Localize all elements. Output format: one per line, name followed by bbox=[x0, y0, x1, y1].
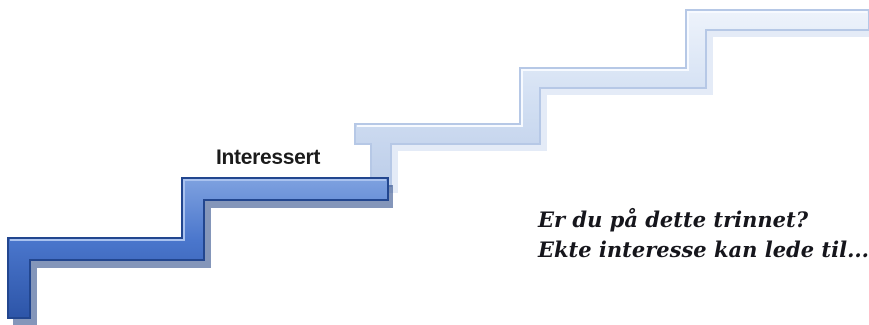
active-steps-highlight bbox=[10, 179, 386, 241]
current-step-label: Interessert bbox=[216, 146, 321, 169]
active-lower-steps bbox=[7, 177, 393, 325]
faded-steps-body bbox=[354, 9, 869, 187]
active-steps-body bbox=[7, 177, 389, 319]
caption-text: Er du på dette trinnet? Ekte interesse k… bbox=[538, 205, 869, 265]
faded-steps-shadow bbox=[358, 17, 869, 193]
caption-line-1: Er du på dette trinnet? bbox=[538, 207, 809, 232]
caption-line-2: Ekte interesse kan lede til... bbox=[538, 237, 869, 262]
faded-steps-highlight bbox=[357, 11, 867, 127]
faded-upper-steps bbox=[354, 9, 869, 193]
